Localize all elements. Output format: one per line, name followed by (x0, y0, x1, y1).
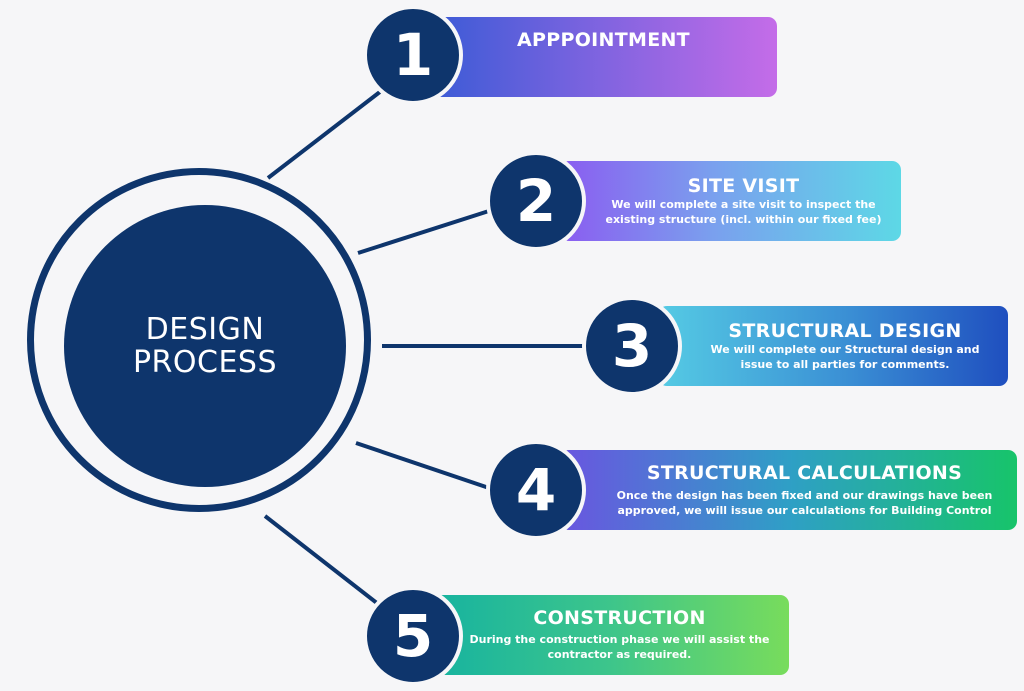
step-2-banner: SITE VISIT We will complete a site visit… (560, 161, 901, 241)
step-4-desc-line1: Once the design has been fixed and our d… (616, 489, 993, 502)
step-1-title: APPPOINTMENT (517, 29, 690, 51)
step-1-number-badge: 1 (363, 5, 463, 105)
step-5-number-badge: 5 (363, 586, 463, 686)
step-2-desc-line2: existing structure (incl. within our fix… (605, 213, 882, 226)
hub-circle: DESIGN PROCESS (64, 205, 346, 487)
step-3-desc-line2: issue to all parties for comments. (740, 358, 950, 371)
step-2-desc-line1: We will complete a site visit to inspect… (611, 198, 876, 211)
step-3-number: 3 (611, 312, 653, 380)
step-1-banner: APPPOINTMENT (430, 17, 777, 97)
step-2-number: 2 (515, 167, 557, 235)
step-4-desc-line2: approved, we will issue our calculations… (617, 504, 992, 517)
step-3-title: STRUCTURAL DESIGN (728, 320, 962, 342)
step-3-banner: STRUCTURAL DESIGN We will complete our S… (658, 306, 1008, 386)
step-4-number: 4 (515, 456, 557, 524)
connector-line-5 (263, 514, 384, 609)
step-5-banner: CONSTRUCTION During the construction pha… (430, 595, 789, 675)
connector-line-1 (266, 86, 387, 180)
hub-title-line1: DESIGN (145, 312, 265, 347)
step-1-number: 1 (392, 21, 434, 89)
step-5-desc-line1: During the construction phase we will as… (469, 633, 770, 646)
connector-line-4 (355, 441, 493, 491)
step-2-number-badge: 2 (486, 151, 586, 251)
step-4-title: STRUCTURAL CALCULATIONS (646, 462, 963, 484)
step-5-desc-line2: contractor as required. (547, 648, 692, 661)
step-4-banner: STRUCTURAL CALCULATIONS Once the design … (560, 450, 1017, 530)
step-4-number-badge: 4 (486, 440, 586, 540)
step-3-desc-line1: We will complete our Structural design a… (710, 343, 980, 356)
hub-title-line2: PROCESS (132, 345, 278, 380)
step-3-number-badge: 3 (582, 296, 682, 396)
connector-line-2 (357, 208, 493, 255)
step-5-title: CONSTRUCTION (533, 607, 706, 629)
step-5-number: 5 (392, 602, 434, 670)
step-2-title: SITE VISIT (687, 175, 800, 197)
